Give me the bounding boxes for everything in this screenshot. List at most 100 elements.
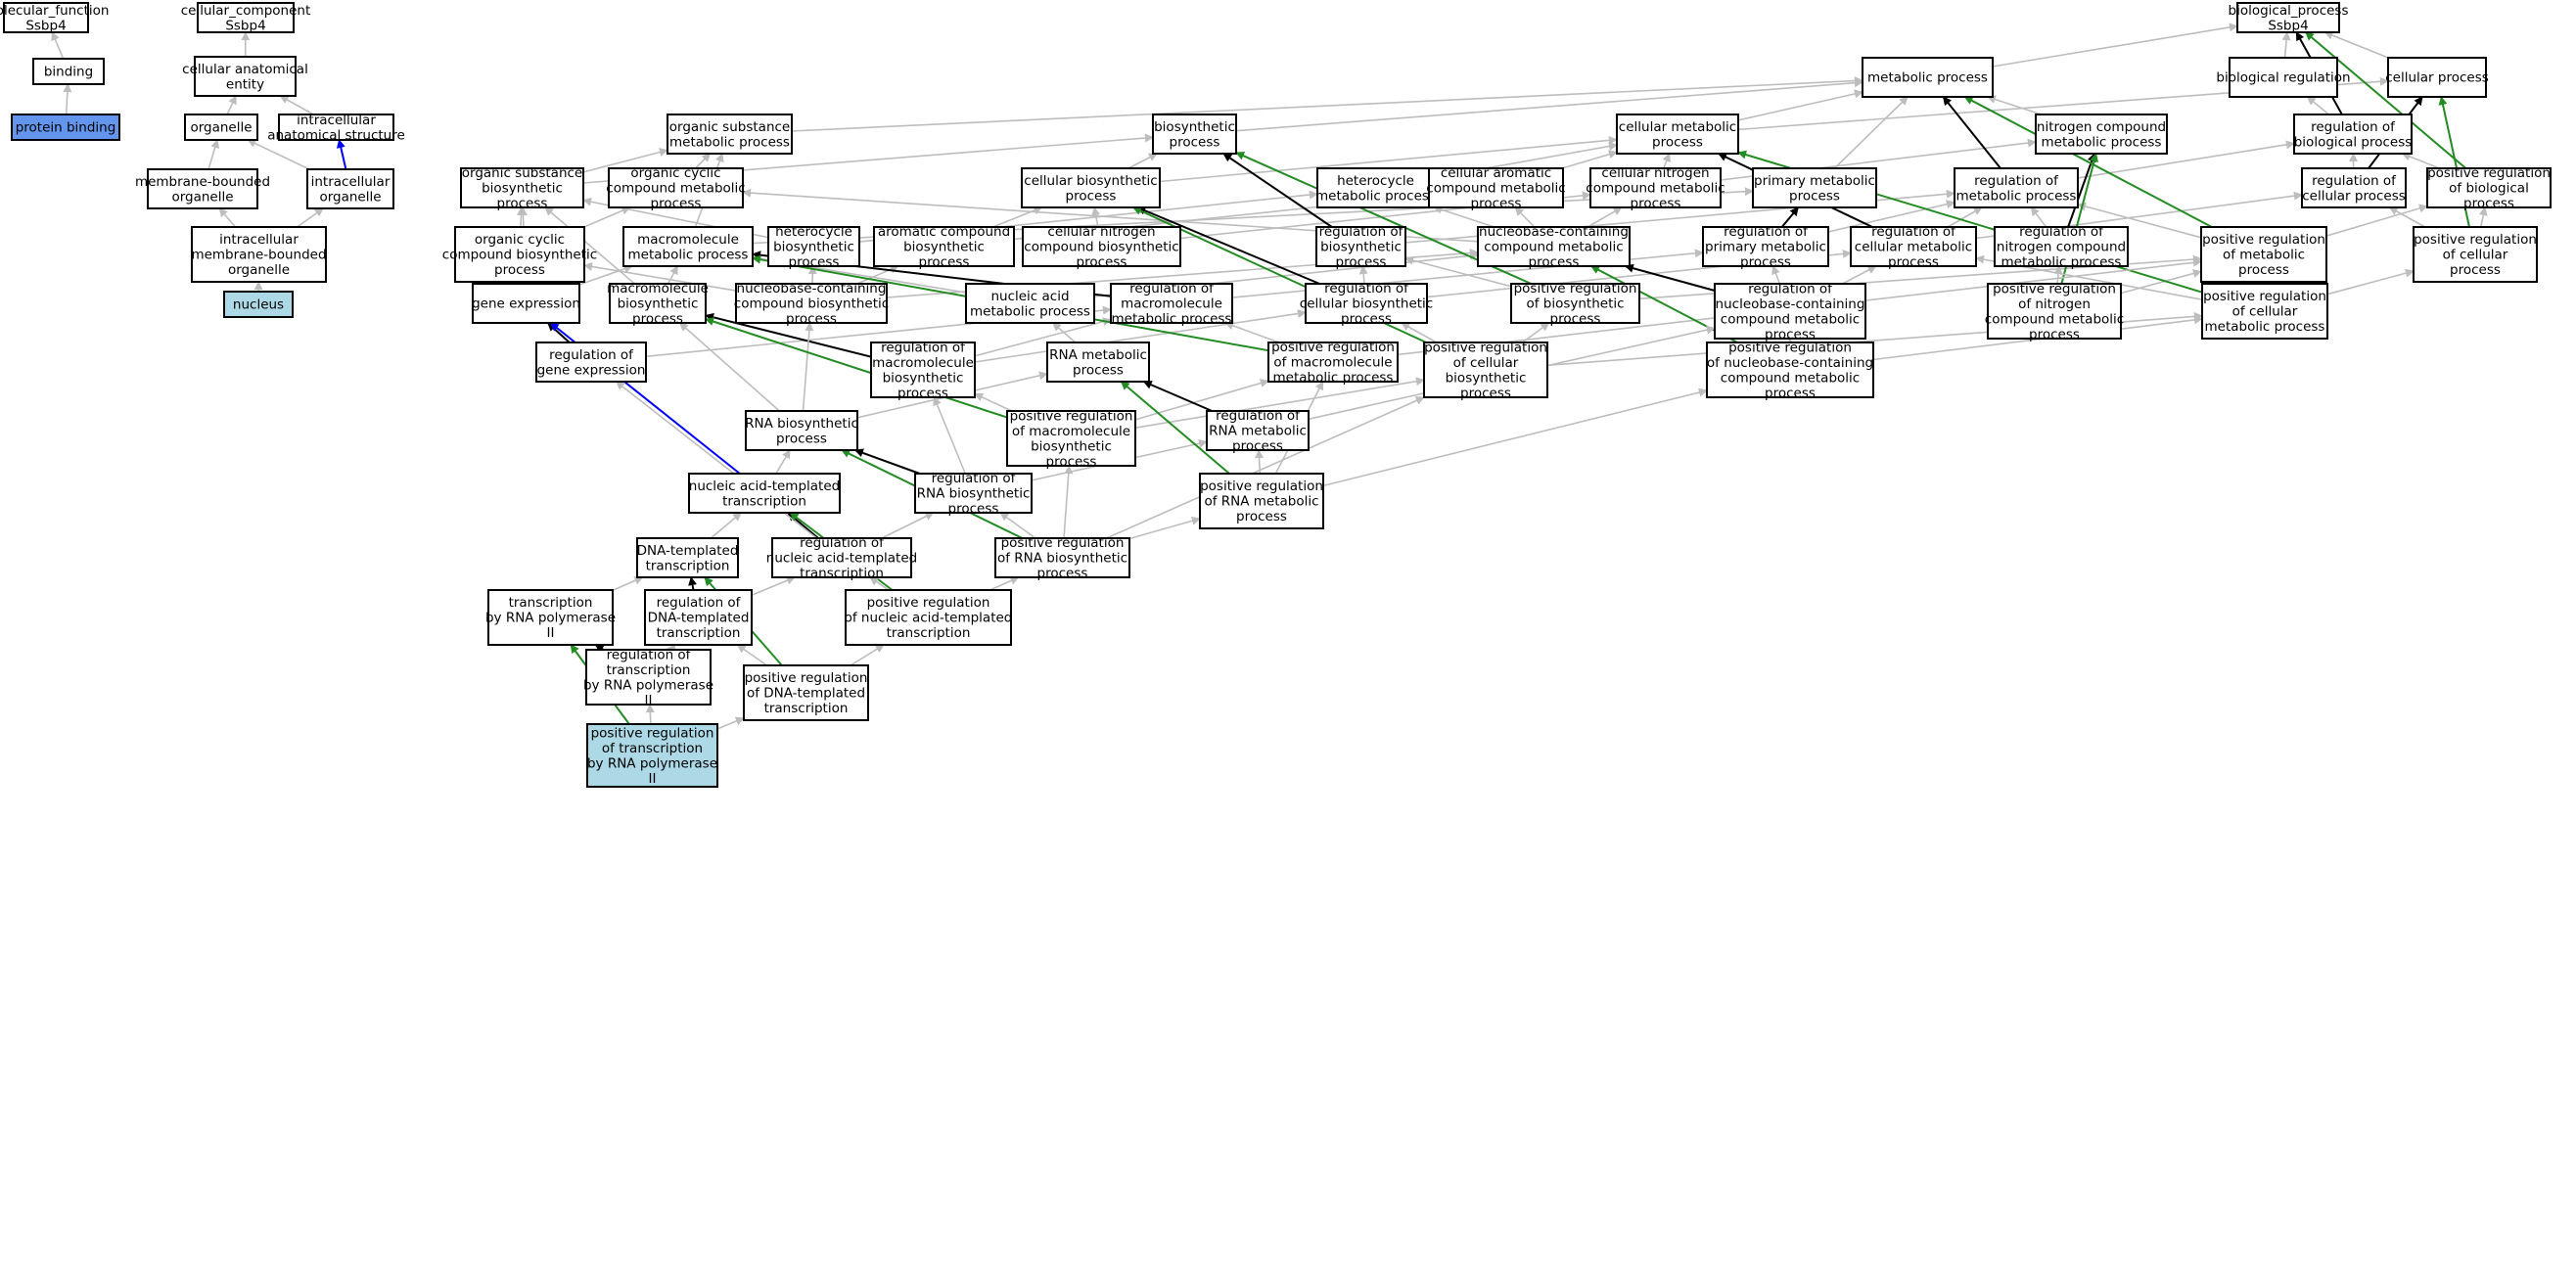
node-label-line: II: [547, 625, 555, 641]
node-label-line: process: [919, 254, 970, 270]
node-rmacbp[interactable]: regulation ofmacromoleculebiosyntheticpr…: [870, 340, 976, 401]
node-box: [965, 283, 1095, 324]
node-label-line: transcription: [657, 625, 741, 641]
node-nucleus[interactable]: nucleus: [223, 291, 294, 318]
node-label-line: of macromolecule: [1012, 424, 1130, 439]
node-label-line: process: [1765, 327, 1816, 342]
edge-positively-regulates-prbp-to-bp: [2305, 31, 2467, 169]
node-label-line: metabolic process: [628, 247, 749, 262]
edge-is-a-rnbcmp-to-rcmp: [1842, 265, 1877, 285]
node-label-line: process: [1888, 254, 1939, 270]
node-label-line: metabolic process: [669, 134, 790, 150]
node-organelle[interactable]: organelle: [184, 114, 258, 141]
node-box: [535, 342, 647, 383]
node-box: [743, 664, 869, 721]
node-label-line: process: [776, 431, 827, 446]
edge-is-a-rdtt-to-rnatt: [751, 575, 796, 597]
node-box: [191, 226, 327, 283]
node-label-line: compound metabolic: [1426, 181, 1565, 197]
node-metab[interactable]: metabolic process: [1862, 57, 1994, 98]
node-cellproc[interactable]: cellular process: [2385, 57, 2489, 98]
node-rnbcmp[interactable]: regulation ofnucleobase-containingcompou…: [1714, 281, 1866, 342]
edge-is-a-acbp-to-cbp: [992, 205, 1043, 228]
node-protbind[interactable]: protein binding: [11, 114, 120, 141]
node-box: [1152, 114, 1237, 155]
node-label-line: nitrogen compound: [1997, 240, 2126, 255]
node-box: [609, 283, 707, 324]
edge-is-a-prbp-to-rbp: [2401, 152, 2440, 169]
node-label-line: nucleic acid: [990, 289, 1069, 304]
edge-regulates-rrnamp-to-rnamp: [1142, 381, 1213, 412]
node-gexp[interactable]: gene expression: [472, 283, 580, 324]
edge-is-a-cmp-to-metab: [1737, 89, 1863, 121]
node-label-line: aromatic compound: [878, 224, 1010, 240]
node-label-line: positive regulation: [1424, 340, 1547, 355]
node-bioreg[interactable]: biological regulation: [2216, 57, 2351, 98]
node-binding[interactable]: binding: [32, 58, 105, 85]
